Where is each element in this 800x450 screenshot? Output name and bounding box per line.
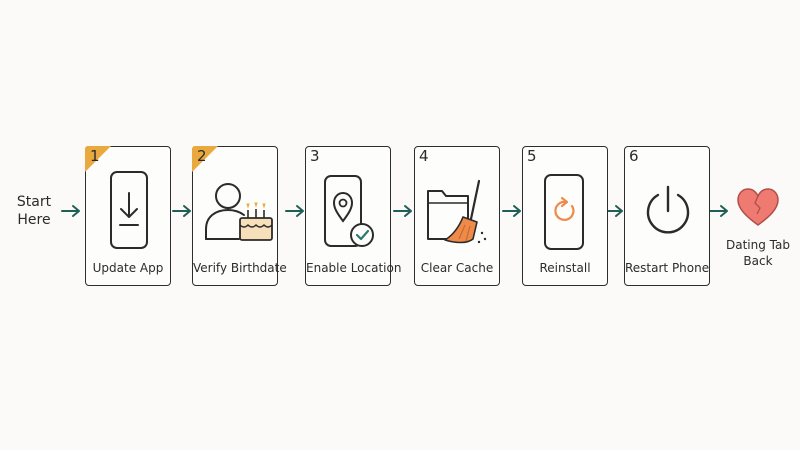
- phone-download-icon: [110, 171, 148, 249]
- step-card-enable-location: 3 Enable Location: [305, 146, 402, 286]
- step-number: 1: [90, 147, 100, 165]
- power-icon: [646, 185, 690, 234]
- arrow-icon: [393, 205, 412, 217]
- arrow-icon: [709, 205, 728, 217]
- end-label: Dating Tab Back: [726, 238, 790, 268]
- step-card-restart-phone: 6 Restart Phone: [624, 146, 710, 286]
- step-number: 2: [197, 147, 207, 165]
- phone-location-check-icon: [324, 175, 374, 247]
- arrow-icon: [172, 205, 191, 217]
- heart-icon: [737, 188, 779, 226]
- step-highlight-corner: [192, 146, 218, 172]
- step-label: Update App: [92, 261, 164, 275]
- arrow-icon: [285, 205, 304, 217]
- step-label: Restart Phone: [625, 261, 710, 275]
- step-label: Enable Location: [306, 261, 402, 275]
- phone-refresh-icon: [544, 174, 584, 250]
- folder-broom-icon: [427, 179, 487, 244]
- step-number: 5: [527, 147, 537, 165]
- step-card-reinstall: 5 Reinstall: [522, 146, 608, 286]
- step-label: Reinstall: [539, 261, 591, 275]
- step-number: 3: [310, 147, 320, 165]
- step-label: Verify Birthdate: [193, 261, 287, 275]
- step-card-verify-birthdate: 2 Verify Birthdate: [192, 146, 287, 286]
- step-card-update-app: 1 Update App: [85, 146, 171, 286]
- step-number: 6: [629, 147, 639, 165]
- step-label: Clear Cache: [420, 261, 494, 275]
- arrow-icon: [502, 205, 521, 217]
- step-number: 4: [419, 147, 429, 165]
- step-highlight-corner: [85, 146, 111, 172]
- step-card-clear-cache: 4 Clear Cache: [414, 146, 500, 286]
- start-label: Start Here: [16, 194, 52, 228]
- person-birthday-cake-icon: [205, 183, 273, 241]
- arrow-icon: [61, 205, 80, 217]
